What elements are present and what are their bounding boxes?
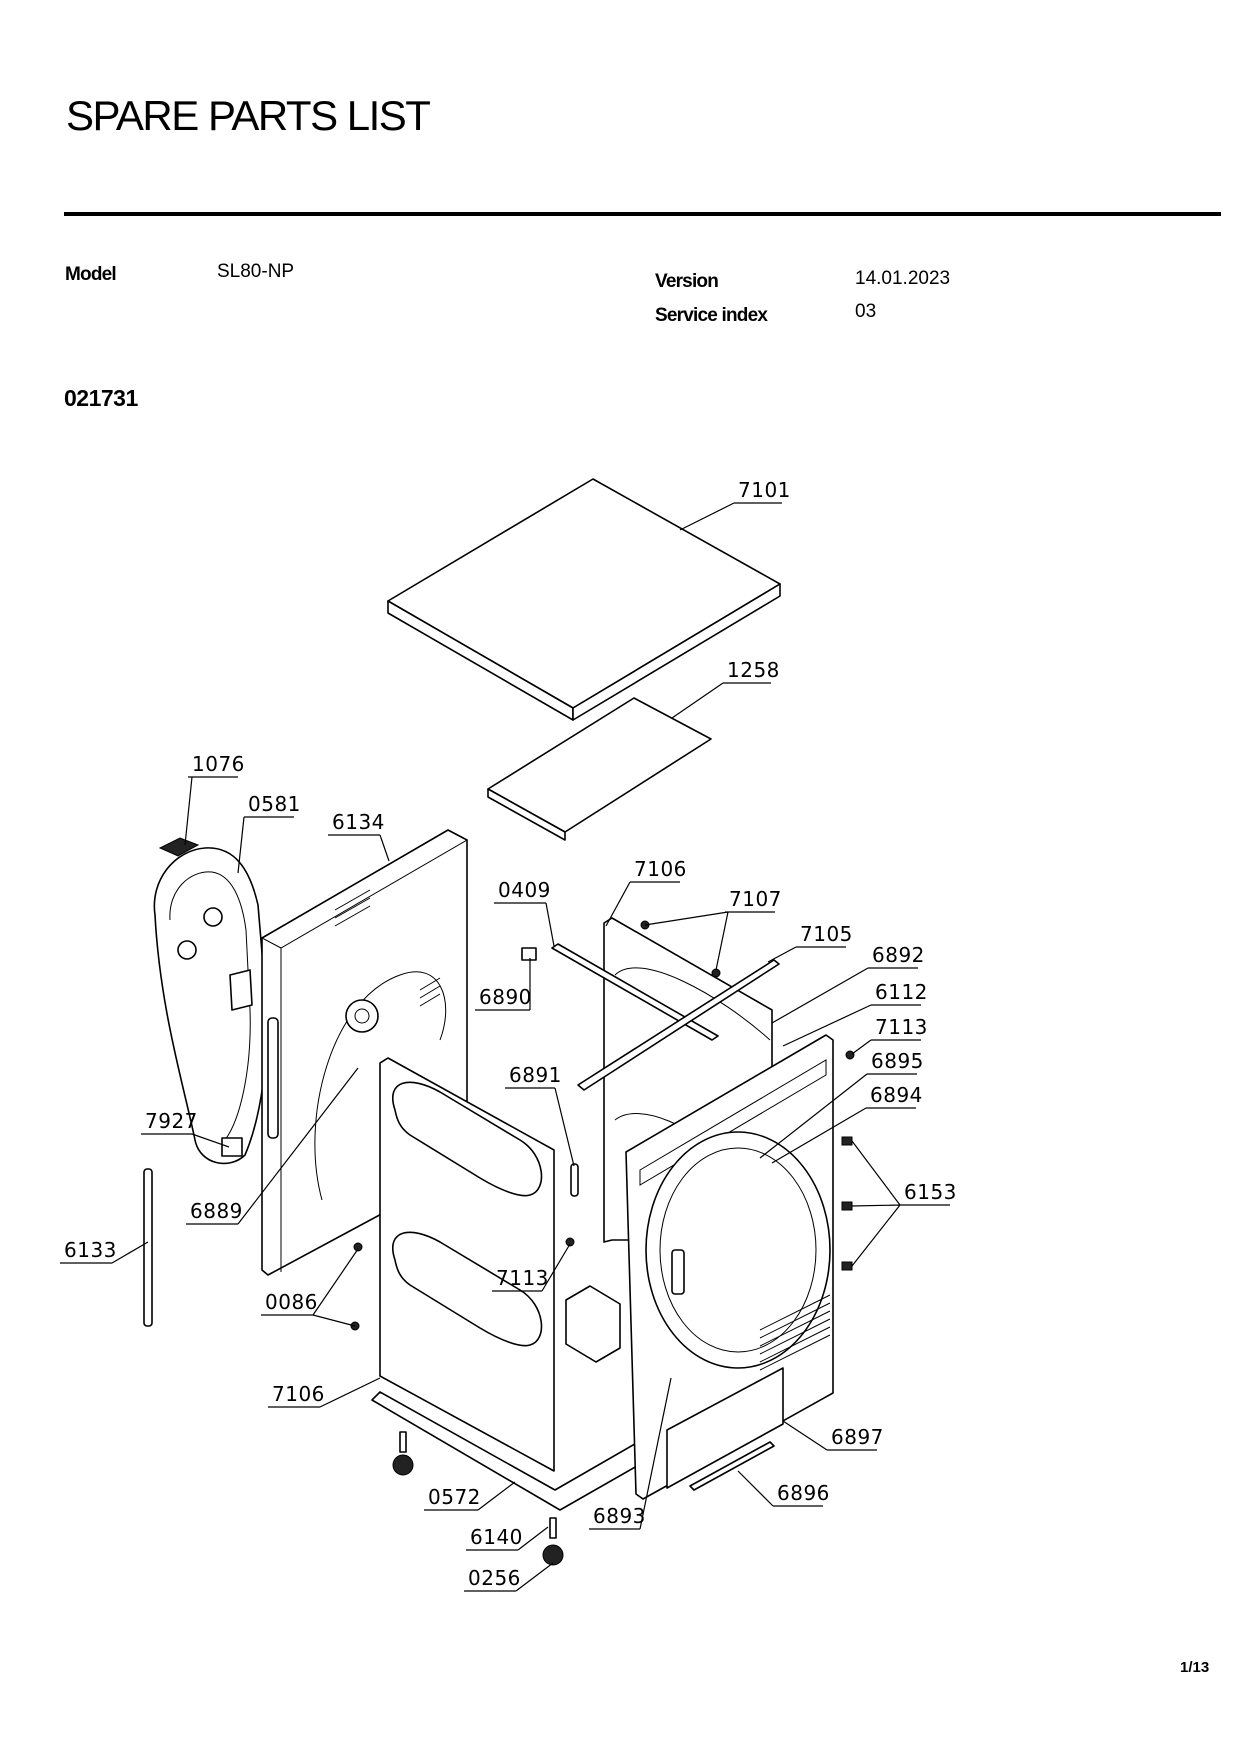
crossbar-part <box>551 943 719 1041</box>
part-label-1076: 1076 <box>192 752 245 776</box>
part-label-0086: 0086 <box>265 1290 318 1314</box>
part-label-6134: 6134 <box>332 810 385 834</box>
bracket-part <box>221 1137 243 1157</box>
rail-part <box>689 1441 775 1491</box>
leader-lines <box>60 502 950 1592</box>
part-label-6894: 6894 <box>870 1083 923 1107</box>
part-label-7107: 7107 <box>729 887 782 911</box>
fan-housing-part <box>153 837 268 1165</box>
page-number: 1/13 <box>1180 1659 1210 1676</box>
version-value: 14.01.2023 <box>855 268 951 289</box>
part-label-6890: 6890 <box>479 985 532 1009</box>
part-label-6897: 6897 <box>831 1425 884 1449</box>
model-value: SL80-NP <box>217 261 295 282</box>
condenser-part <box>565 1285 621 1363</box>
insulation-pad-part <box>487 697 712 841</box>
part-label-7927: 7927 <box>145 1109 198 1133</box>
left-side-panel-part <box>379 1057 555 1472</box>
part-label-1258: 1258 <box>727 658 780 682</box>
part-label-6140: 6140 <box>470 1525 523 1549</box>
screw-part <box>711 968 721 978</box>
part-label-6133: 6133 <box>64 1238 117 1262</box>
section-id: 021731 <box>64 385 138 411</box>
part-label-7106-top: 7106 <box>634 857 687 881</box>
crossbar-part <box>577 959 780 1091</box>
service-index-value: 03 <box>855 301 877 322</box>
part-label-0572: 0572 <box>428 1485 481 1509</box>
part-label-6896: 6896 <box>777 1481 830 1505</box>
page-title: SPARE PARTS LIST <box>66 92 431 139</box>
part-label-0256: 0256 <box>468 1566 521 1590</box>
part-label-6889: 6889 <box>190 1199 243 1223</box>
part-label-0409: 0409 <box>498 878 551 902</box>
clip-part <box>570 1163 579 1197</box>
part-label-6895: 6895 <box>871 1049 924 1073</box>
part-label-0581: 0581 <box>248 792 301 816</box>
part-label-6112: 6112 <box>875 980 928 1004</box>
part-label-7105: 7105 <box>800 922 853 946</box>
header-divider <box>64 212 1221 216</box>
service-index-label: Service index <box>655 305 768 326</box>
part-label-6891: 6891 <box>509 1063 562 1087</box>
feet-parts <box>392 1431 564 1566</box>
model-label: Model <box>65 264 117 285</box>
part-label-7106-bottom: 7106 <box>272 1382 325 1406</box>
part-label-6893: 6893 <box>593 1504 646 1528</box>
top-cover-part <box>387 478 781 721</box>
part-label-6153: 6153 <box>904 1180 957 1204</box>
version-label: Version <box>655 271 719 292</box>
part-label-6892: 6892 <box>872 943 925 967</box>
hinge-part <box>521 947 537 961</box>
part-labels: 7101 1258 1076 0581 6134 0409 6890 7106 … <box>64 478 957 1590</box>
part-label-7101: 7101 <box>738 478 791 502</box>
part-label-7113-mid: 7113 <box>496 1266 549 1290</box>
part-label-7113-right: 7113 <box>875 1015 928 1039</box>
rod-part <box>143 1168 153 1327</box>
kickplate-part <box>666 1367 784 1489</box>
